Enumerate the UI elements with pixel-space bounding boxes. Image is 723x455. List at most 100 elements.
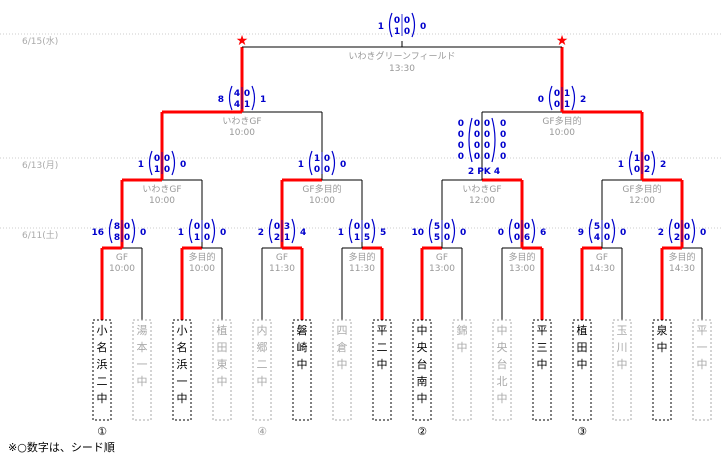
half-score: 0 bbox=[164, 154, 170, 164]
team-name: 四倉中 bbox=[337, 324, 348, 371]
half-score: 0 bbox=[684, 222, 690, 232]
half-score: 5 bbox=[434, 233, 440, 243]
score-left: 8 bbox=[218, 95, 224, 105]
paren-right bbox=[491, 117, 496, 163]
score-right: 0 bbox=[220, 228, 226, 238]
venue-label: GF bbox=[276, 253, 288, 263]
team-box bbox=[452, 319, 472, 421]
time-label: 13:30 bbox=[389, 64, 415, 74]
time-label: 10:00 bbox=[149, 196, 175, 206]
paren-right bbox=[451, 218, 456, 244]
score-left: 1 bbox=[138, 160, 144, 170]
seed-note: ※○数字は、シード順 bbox=[8, 440, 115, 454]
team-name: 内郷二中 bbox=[257, 323, 268, 388]
paren-left bbox=[628, 150, 633, 176]
team-name: 中央台北中 bbox=[497, 324, 508, 405]
score-right: 4 bbox=[300, 228, 306, 238]
half-score: 0 bbox=[314, 165, 320, 175]
team-box bbox=[252, 319, 272, 421]
half-score: 0 bbox=[204, 233, 210, 243]
paren-right bbox=[651, 150, 656, 176]
paren-left bbox=[308, 150, 313, 176]
half-score: 3 bbox=[284, 222, 290, 232]
half-score: 5 bbox=[364, 233, 370, 243]
score-right: 2 bbox=[660, 160, 666, 170]
score-right: 0 bbox=[700, 228, 706, 238]
team-name: 錦中 bbox=[457, 323, 468, 354]
score-right: 0 bbox=[460, 228, 466, 238]
half-score: 0 bbox=[164, 165, 170, 175]
score-left: 1 bbox=[378, 22, 384, 32]
team-box bbox=[492, 319, 512, 421]
half-score: 5 bbox=[434, 222, 440, 232]
score-right: 0 bbox=[140, 228, 146, 238]
half-score: 0 bbox=[554, 100, 560, 110]
team-box bbox=[332, 319, 352, 421]
venue-label: GF多目的 bbox=[542, 115, 581, 127]
team-box bbox=[572, 319, 592, 421]
paren-right bbox=[331, 150, 336, 176]
team-box bbox=[92, 319, 112, 421]
team-box bbox=[652, 319, 672, 421]
paren-right bbox=[251, 85, 256, 111]
score-left: 0 bbox=[538, 95, 544, 105]
team-box bbox=[612, 319, 632, 421]
half-score: 5 bbox=[594, 222, 600, 232]
venue-label: GF bbox=[116, 253, 128, 263]
time-label: 12:00 bbox=[629, 196, 655, 206]
time-label: 10:00 bbox=[229, 128, 255, 138]
time-label: 10:00 bbox=[549, 128, 575, 138]
half-score: 1 bbox=[194, 233, 200, 243]
star-icon: ★ bbox=[236, 33, 249, 49]
pk-side-score: 0 bbox=[458, 119, 464, 129]
paren-left bbox=[508, 218, 513, 244]
half-score: 1 bbox=[564, 100, 570, 110]
venue-label: GF多目的 bbox=[302, 183, 341, 195]
half-score: 0 bbox=[364, 222, 370, 232]
paren-left bbox=[548, 85, 553, 111]
half-score: 1 bbox=[314, 154, 320, 164]
pk-side-score: 0 bbox=[458, 152, 464, 162]
score-left: 1 bbox=[338, 228, 344, 238]
half-score: 0 bbox=[324, 154, 330, 164]
score-left: 1 bbox=[178, 228, 184, 238]
half-score: 0 bbox=[674, 222, 680, 232]
venue-label: GF多目的 bbox=[622, 183, 661, 195]
half-score: 0 bbox=[444, 222, 450, 232]
half-score: 0 bbox=[204, 222, 210, 232]
team-name: 玉川中 bbox=[617, 324, 628, 371]
team-box bbox=[412, 319, 432, 421]
seed-mark: ④ bbox=[257, 425, 267, 438]
pk-side-score: 0 bbox=[458, 141, 464, 151]
venue-label: いわきGF bbox=[462, 184, 501, 195]
time-label: 12:00 bbox=[469, 196, 495, 206]
team-box bbox=[212, 319, 232, 421]
score-right: 0 bbox=[340, 160, 346, 170]
team-name: 小名浜一中 bbox=[177, 324, 188, 405]
score-left: 1 bbox=[618, 160, 624, 170]
half-score: 2 bbox=[674, 233, 680, 243]
pk-half-score: 0 bbox=[484, 152, 490, 162]
half-score: 0 bbox=[404, 27, 410, 37]
team-name: 平二中 bbox=[377, 324, 388, 371]
half-score: 0 bbox=[394, 16, 400, 26]
time-label: 10:00 bbox=[309, 196, 335, 206]
pk-half-score: 0 bbox=[474, 130, 480, 140]
half-score: 8 bbox=[114, 222, 120, 232]
score-left: 2 bbox=[658, 228, 664, 238]
venue-label: GF bbox=[436, 253, 448, 263]
team-name: 植田東中 bbox=[217, 323, 228, 388]
half-score: 0 bbox=[524, 222, 530, 232]
pk-half-score: 0 bbox=[474, 119, 480, 129]
half-score: 0 bbox=[514, 222, 520, 232]
half-score: 0 bbox=[634, 165, 640, 175]
paren-left bbox=[188, 218, 193, 244]
half-score: 0 bbox=[444, 233, 450, 243]
pk-half-score: 0 bbox=[474, 141, 480, 151]
half-score: 1 bbox=[394, 27, 400, 37]
half-score: 0 bbox=[244, 89, 250, 99]
half-score: 6 bbox=[524, 233, 530, 243]
half-score: 0 bbox=[274, 222, 280, 232]
team-name: 平三中 bbox=[537, 324, 548, 371]
half-score: 0 bbox=[644, 154, 650, 164]
